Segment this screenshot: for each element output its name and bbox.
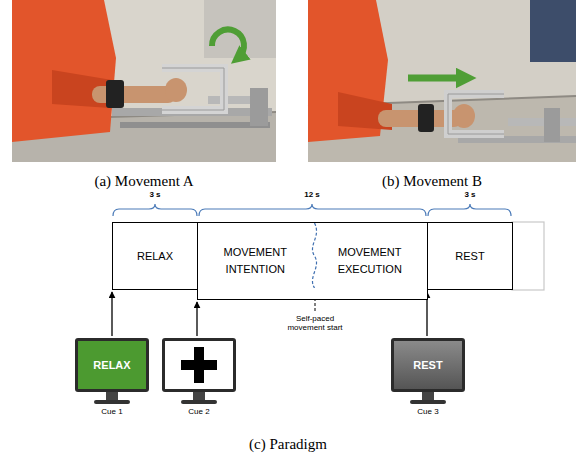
duration-brackets bbox=[113, 204, 511, 216]
phase-name: RELAX bbox=[137, 250, 173, 262]
cue-arrow bbox=[111, 292, 112, 336]
rod bbox=[508, 118, 576, 126]
stand-neck bbox=[193, 392, 205, 400]
photo-movement-a bbox=[12, 0, 276, 162]
stand-neck bbox=[422, 392, 434, 400]
faded-box bbox=[512, 222, 544, 290]
photo-background bbox=[12, 0, 276, 162]
cue-caption: Cue 3 bbox=[391, 407, 465, 416]
handle bbox=[448, 94, 504, 134]
phase-box: RELAX bbox=[112, 222, 198, 290]
monitor-screen: REST bbox=[391, 338, 465, 392]
divider-curve bbox=[312, 223, 316, 288]
phase-name: MOVEMENT INTENTION bbox=[198, 223, 313, 299]
cue-caption: Cue 2 bbox=[162, 407, 236, 416]
bracket bbox=[428, 204, 511, 216]
hand bbox=[453, 104, 475, 128]
stand-base bbox=[181, 400, 217, 404]
bracket bbox=[199, 204, 426, 216]
fixation-cross bbox=[179, 345, 219, 385]
phase-box: MOVEMENT INTENTIONMOVEMENT EXECUTION bbox=[197, 222, 428, 300]
cue-monitor: Cue 2 bbox=[162, 338, 236, 416]
handle-edge bbox=[162, 68, 224, 110]
cue-arrow bbox=[196, 302, 197, 336]
stand-base bbox=[410, 400, 446, 404]
cabinet bbox=[204, 0, 276, 58]
phase-box: REST bbox=[427, 222, 513, 290]
rod bbox=[208, 96, 256, 104]
photo-movement-b bbox=[308, 0, 576, 162]
phase-name: MOVEMENT EXECUTION bbox=[313, 223, 428, 299]
handle-edge bbox=[448, 94, 504, 134]
monitor-stand bbox=[391, 392, 465, 405]
handle bbox=[162, 68, 224, 110]
stand-neck bbox=[106, 392, 118, 400]
duration-label: 3 s bbox=[450, 190, 490, 199]
photo-background bbox=[308, 0, 576, 162]
duration-label: 3 s bbox=[135, 190, 175, 199]
subfigure-caption: (b) Movement B bbox=[342, 173, 522, 190]
end-block bbox=[250, 88, 268, 126]
monitor-screen bbox=[162, 338, 236, 392]
shirt bbox=[12, 0, 116, 142]
cross-bar bbox=[181, 360, 217, 370]
wrist-strap bbox=[106, 80, 124, 108]
cue-text: REST bbox=[413, 359, 442, 371]
monitor-screen: RELAX bbox=[75, 338, 149, 392]
hand bbox=[165, 78, 187, 102]
annotation: Self-paced movement start bbox=[282, 314, 348, 332]
monitor-stand bbox=[162, 392, 236, 405]
phase-name: REST bbox=[455, 250, 484, 262]
bracket bbox=[113, 204, 197, 216]
screen bbox=[530, 0, 576, 62]
cue-text: RELAX bbox=[93, 359, 130, 371]
wrist-strap bbox=[418, 104, 434, 132]
cue-monitor: RELAX Cue 1 bbox=[75, 338, 149, 416]
subfigure-caption: (a) Movement A bbox=[54, 173, 234, 190]
stand-base bbox=[94, 400, 130, 404]
forearm bbox=[92, 86, 176, 103]
push-arrow bbox=[408, 75, 466, 82]
monitor-stand bbox=[75, 392, 149, 405]
rotation-arrow bbox=[212, 30, 244, 58]
cue-caption: Cue 1 bbox=[75, 407, 149, 416]
rail bbox=[120, 122, 270, 128]
end-block bbox=[544, 108, 560, 142]
subfigure-caption: (c) Paradigm bbox=[198, 436, 378, 453]
cue-monitor: REST Cue 3 bbox=[391, 338, 465, 416]
duration-label: 12 s bbox=[292, 190, 332, 199]
